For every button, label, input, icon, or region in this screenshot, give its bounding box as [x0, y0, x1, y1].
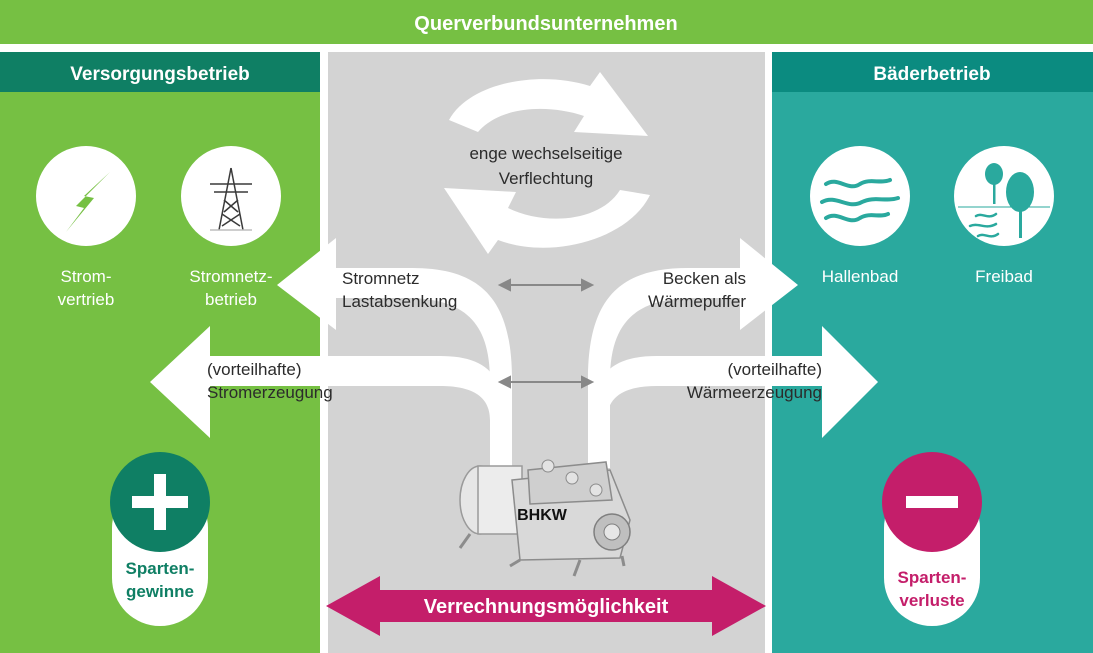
- verluste-label-2: verluste: [899, 591, 964, 610]
- freibad-item: Freibad: [954, 146, 1054, 286]
- cycle-label-line-2: Verflechtung: [499, 169, 594, 188]
- arrow-label-upper-right-2: Wärmepuffer: [648, 292, 746, 311]
- power-pylon-icon: [210, 167, 252, 231]
- arrow-lower-right: [592, 326, 878, 458]
- right-panel-header: [772, 52, 1093, 92]
- freibad-label: Freibad: [975, 267, 1033, 286]
- arrow-label-upper-left-1: Stromnetz: [342, 269, 419, 288]
- double-arrow-lower: [497, 375, 595, 389]
- waves-icon: [820, 178, 900, 223]
- stromnetz-betrieb-item: Stromnetz- betrieb: [181, 146, 281, 309]
- arrow-label-lower-right-2: Wärmeerzeugung: [687, 383, 822, 402]
- verluste-label-1: Sparten-: [898, 568, 967, 587]
- double-arrow-upper: [497, 278, 595, 292]
- left-panel-title: Versorgungsbetrieb: [70, 64, 250, 85]
- hallenbad-item: Hallenbad: [810, 146, 910, 286]
- arrow-label-lower-left-2: Stromerzeugung: [207, 383, 333, 402]
- strom-vertrieb-label-1: Strom-: [61, 267, 112, 286]
- hallenbad-circle: [810, 146, 910, 246]
- trees-water-icon: [958, 163, 1050, 238]
- minus-icon: [906, 496, 958, 508]
- bottom-double-arrow: [326, 576, 766, 636]
- flow-arrows: [150, 238, 878, 468]
- plus-icon: [132, 496, 188, 508]
- engine-label: BHKW: [517, 507, 568, 524]
- stromnetz-betrieb-circle: [181, 146, 281, 246]
- right-panel-title: Bäderbetrieb: [873, 64, 990, 85]
- hallenbad-label: Hallenbad: [822, 267, 899, 286]
- arrow-label-upper-right-1: Becken als: [663, 269, 746, 288]
- arrow-label-lower-right-1: (vorteilhafte): [728, 360, 822, 379]
- gewinne-label-2: gewinne: [126, 582, 194, 601]
- header-title: Querverbundsunternehmen: [414, 13, 677, 35]
- sparten-verluste-badge: Sparten- verluste: [882, 452, 982, 626]
- gewinne-label-1: Sparten-: [126, 559, 195, 578]
- stromnetz-betrieb-label-1: Stromnetz-: [189, 267, 272, 286]
- lightning-icon: [66, 172, 110, 232]
- arrow-upper-left: [277, 238, 512, 468]
- engine-icon: [458, 459, 631, 577]
- sparten-gewinne-badge: Sparten- gewinne: [110, 452, 210, 626]
- arrow-lower-left: [150, 326, 505, 458]
- header-bar: [0, 0, 1093, 44]
- cycle-arrows-icon: [444, 72, 650, 254]
- left-panel-header: [0, 52, 320, 92]
- cycle-label-line-1: enge wechselseitige: [469, 144, 622, 163]
- arrow-label-upper-left-2: Lastabsenkung: [342, 292, 457, 311]
- strom-vertrieb-item: Strom- vertrieb: [36, 146, 136, 309]
- strom-vertrieb-label-2: vertrieb: [58, 290, 115, 309]
- center-panel: [328, 52, 765, 653]
- arrow-label-lower-left-1: (vorteilhafte): [207, 360, 301, 379]
- freibad-circle: [954, 146, 1054, 246]
- stromnetz-betrieb-label-2: betrieb: [205, 290, 257, 309]
- bottom-arrow-label: Verrechnungsmöglichkeit: [424, 596, 669, 618]
- arrow-upper-right: [588, 238, 798, 468]
